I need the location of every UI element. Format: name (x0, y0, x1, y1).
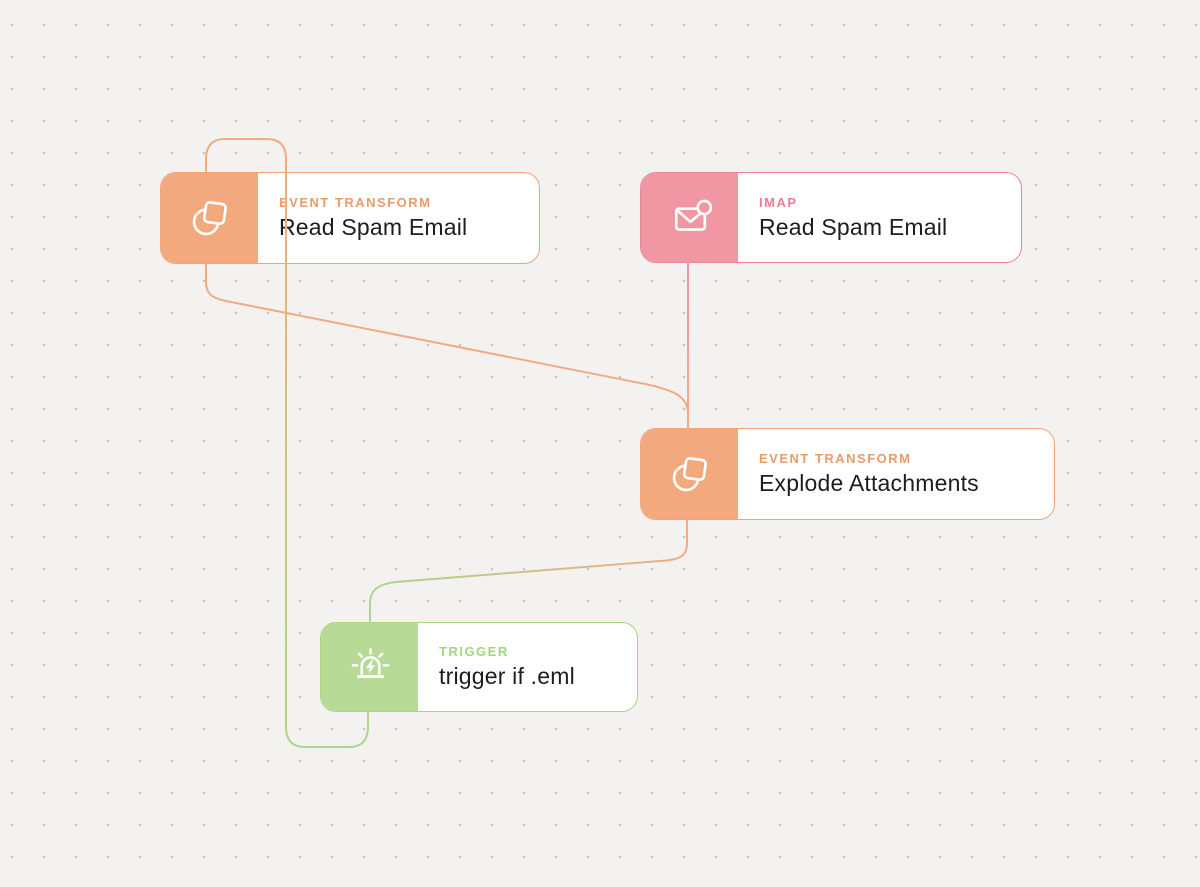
node-icon-block (321, 623, 418, 711)
node-title: Read Spam Email (759, 213, 948, 240)
workflow-node-read-spam-email-transform[interactable]: EVENT TRANSFORM Read Spam Email (160, 172, 540, 264)
workflow-node-trigger-if-eml[interactable]: TRIGGER trigger if .eml (320, 622, 638, 712)
mail-badge-icon (668, 196, 712, 240)
node-type-label: TRIGGER (439, 644, 509, 659)
node-icon-block (641, 173, 738, 262)
workflow-node-read-spam-email-imap[interactable]: IMAP Read Spam Email (640, 172, 1022, 263)
node-type-label: IMAP (759, 194, 798, 210)
node-title: Read Spam Email (279, 214, 468, 240)
node-type-label: EVENT TRANSFORM (279, 195, 432, 210)
edge-explode-to-trigger[interactable] (369, 520, 688, 622)
workflow-node-explode-attachments[interactable]: EVENT TRANSFORM Explode Attachments (640, 428, 1055, 520)
transform-icon (668, 452, 712, 496)
edge-transform-to-explode[interactable] (205, 263, 689, 430)
transform-icon (188, 196, 232, 240)
node-icon-block (641, 429, 738, 519)
node-icon-block (161, 173, 258, 263)
node-title: Explode Attachments (759, 470, 979, 496)
siren-trigger-icon (348, 645, 392, 689)
node-title: trigger if .eml (439, 663, 575, 689)
edge-trigger-loop-to-transform[interactable] (205, 138, 369, 748)
node-type-label: EVENT TRANSFORM (759, 451, 912, 466)
